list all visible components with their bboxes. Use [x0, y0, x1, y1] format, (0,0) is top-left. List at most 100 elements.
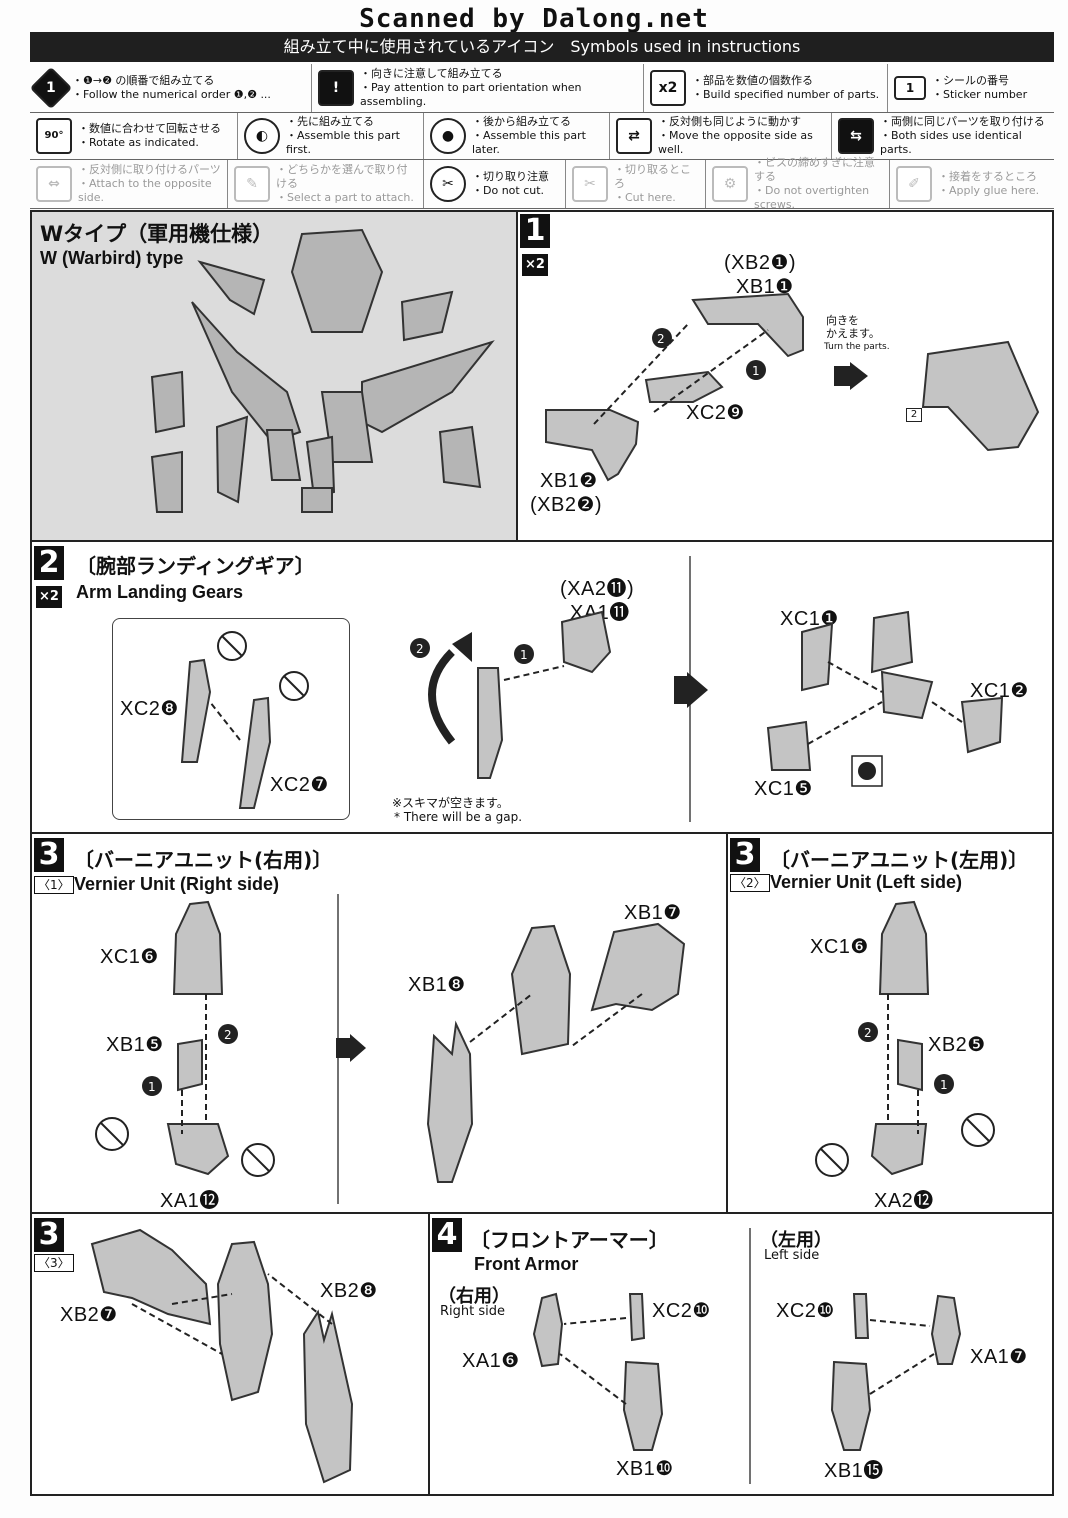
label-xc2-10-right: XC2❿	[652, 1300, 711, 1322]
step-4-title-en: Front Armor	[474, 1254, 579, 1274]
symbols-row-1: 1 ・❶→❷ の順番で組み立てる・Follow the numerical or…	[29, 64, 1054, 113]
symbol-glue: ✐ ・接着をするところ・Apply glue here.	[890, 160, 1054, 208]
step-3-right-panel: 3 〈1〉 〔バーニアユニット(右用)〕 Vernier Unit (Right…	[30, 832, 728, 1214]
rotate-icon: 90°	[36, 118, 72, 154]
step-2-multiplier: ×2	[36, 586, 62, 608]
label-xc1-1: XC1❶	[780, 608, 839, 630]
step-2-title-en: Arm Landing Gears	[76, 582, 244, 602]
warbird-type-panel: Wタイプ（軍用機仕様） W (Warbird) type	[30, 210, 518, 542]
label-xc1-5: XC1❺	[754, 778, 813, 800]
step-3-2-title-en: Vernier Unit (Left side)	[770, 872, 963, 892]
step-3-1-title-jp: 〔バーニアユニット(右用)〕	[74, 848, 333, 872]
step-3-2-diagram: 2 1	[815, 900, 995, 1177]
step-4-panel: 4 〔フロントアーマー〕 Front Armor （右用） Right side…	[428, 1212, 1054, 1496]
step-3-3-number: 3	[34, 1218, 64, 1252]
step-2-title-jp: 〔腕部ランディングギア〕	[76, 554, 315, 578]
label-xa1-6: XA1❻	[462, 1350, 520, 1372]
symbols-header: 組み立て中に使用されているアイコン Symbols used in instru…	[30, 32, 1054, 62]
step-2-number: 2	[34, 546, 64, 580]
svg-text:1: 1	[148, 1080, 156, 1094]
do-not-cut-icon	[241, 1143, 275, 1177]
label-xc1-6-left: XC1❻	[810, 936, 869, 958]
step-3-2-title-jp: 〔バーニアユニット(左用)〕	[770, 848, 1029, 872]
label-xc2-10-left: XC2❿	[776, 1300, 835, 1322]
left-side-en: Left side	[764, 1248, 820, 1263]
symbol-assemble-first: ◐ ・先に組み立てる・Assemble this part first.	[238, 113, 424, 159]
label-xa1-7: XA1❼	[970, 1346, 1028, 1368]
warbird-title-jp: Wタイプ（軍用機仕様）	[40, 222, 274, 246]
symbols-row-3: ⇔ ・反対側に取り付けるパーツ・Attach to the opposite s…	[30, 156, 1054, 211]
glue-icon: ✐	[896, 166, 932, 202]
sticker-number-box: 2	[906, 408, 922, 422]
sticker-icon: 1	[894, 76, 926, 100]
label-xb1-15: XB1⓯	[824, 1460, 884, 1482]
right-side-en: Right side	[440, 1304, 505, 1319]
label-xb1-1: XB1❶	[736, 276, 794, 298]
step-1-diagram: 2 1	[545, 292, 1040, 482]
step-1-panel: 1 ×2 (XB2❶) XB1❶ XC2❾ XB1❷ (XB2❷) 向きを かえ…	[516, 210, 1054, 542]
warbird-illustration	[150, 228, 495, 513]
step-3-3-diagram	[90, 1228, 354, 1484]
symbol-do-not-cut: ✂ ・切り取り注意・Do not cut.	[424, 160, 566, 208]
label-xb2-7: XB2❼	[60, 1304, 118, 1326]
step-2-diagram: 2 1	[180, 556, 1004, 822]
step-1-number: 1	[520, 214, 550, 248]
step-3-left-panel: 3 〈2〉 〔バーニアユニット(左用)〕 Vernier Unit (Left …	[726, 832, 1054, 1214]
label-xb1-8: XB1❽	[408, 974, 466, 996]
step-3-2-sub: 〈2〉	[730, 874, 770, 892]
left-side-jp: （左用）	[760, 1230, 832, 1251]
step-3-1-number: 3	[34, 838, 64, 872]
label-xb2-5: XB2❺	[928, 1034, 986, 1056]
label-xc1-6: XC1❻	[100, 946, 159, 968]
step-3-1-diagram: 2 1	[95, 894, 686, 1204]
seq-2: 2	[657, 332, 665, 346]
step-1-multiplier: ×2	[522, 254, 548, 276]
symbol-orientation: ! ・向きに注意して組み立てる・Pay attention to part or…	[312, 64, 644, 112]
symbol-select-part: ✎ ・どちらかを選んで取り付ける・Select a part to attach…	[228, 160, 424, 208]
both-sides-icon: ⇆	[838, 118, 874, 154]
label-xc1-2: XC1❷	[970, 680, 1029, 702]
turn-note-jp: 向きを かえます。	[826, 314, 880, 340]
symbol-mirror-move: ⇄ ・反対側も同じように動かす・Move the opposite side a…	[610, 113, 832, 159]
svg-text:2: 2	[864, 1026, 872, 1040]
step-2-panel: 2 ×2 〔腕部ランディングギア〕 Arm Landing Gears XC2❽…	[30, 540, 1054, 834]
do-not-cut-icon	[815, 1143, 849, 1177]
select-part-icon: ✎	[234, 166, 270, 202]
label-xb2-8: XB2❽	[320, 1280, 378, 1302]
step-3-2-number: 3	[730, 838, 760, 872]
gap-note-en: * There will be a gap.	[394, 810, 523, 824]
step-4-number: 4	[432, 1218, 462, 1252]
do-not-cut-icon	[217, 631, 247, 661]
label-xa2-12: XA2⓬	[874, 1190, 934, 1212]
label-xc2-8: XC2❽	[120, 698, 179, 720]
screw-icon: ⚙	[712, 166, 748, 202]
step-4-diagram	[532, 1228, 962, 1484]
label-xb1-7: XB1❼	[624, 902, 682, 924]
label-xb2-2: (XB2❷)	[530, 494, 603, 516]
label-xc2-7: XC2❼	[270, 774, 329, 796]
symbol-screw: ⚙ ・ビスの締めすぎに注意する・Do not overtighten screw…	[706, 156, 890, 211]
mirror-move-icon: ⇄	[616, 118, 652, 154]
scan-watermark: Scanned by Dalong.net	[359, 4, 709, 34]
gap-note-jp: ※スキマが空きます。	[392, 796, 509, 810]
label-xa1-12: XA1⓬	[160, 1190, 220, 1212]
symbol-both-sides: ⇆ ・両側に同じパーツを取り付ける・Both sides use identic…	[832, 113, 1054, 159]
label-xa2-11: (XA2⓫)	[560, 578, 635, 600]
attach-opposite-icon: ⇔	[36, 166, 72, 202]
symbol-cut-here: ✂ ・切り取るところ・Cut here.	[566, 160, 706, 208]
cut-here-icon: ✂	[572, 166, 608, 202]
step-3-1-sub: 〈1〉	[34, 876, 74, 894]
label-xb1-2: XB1❷	[540, 470, 598, 492]
label-xb1-5: XB1❺	[106, 1034, 164, 1056]
do-not-cut-icon: ✂	[430, 166, 466, 202]
symbol-follow-order: 1 ・❶→❷ の順番で組み立てる・Follow the numerical or…	[29, 64, 312, 112]
subassembly-box	[112, 618, 350, 820]
symbol-sticker: 1 ・シールの番号・Sticker number	[888, 64, 1054, 112]
right-side-jp: （右用）	[438, 1286, 510, 1307]
do-not-cut-icon	[95, 1117, 129, 1151]
svg-text:1: 1	[940, 1078, 948, 1092]
symbol-attach-opposite: ⇔ ・反対側に取り付けるパーツ・Attach to the opposite s…	[30, 160, 228, 208]
svg-text:2: 2	[416, 642, 424, 656]
turn-note-en: Turn the parts.	[824, 342, 890, 352]
label-xc2-9: XC2❾	[686, 402, 745, 424]
